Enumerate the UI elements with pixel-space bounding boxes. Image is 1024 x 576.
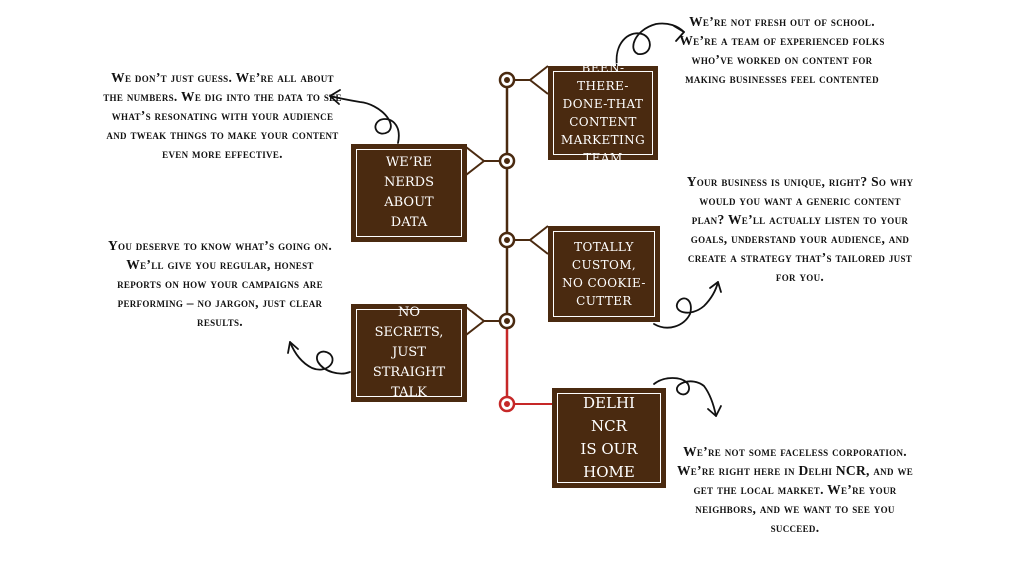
node-home-dot <box>504 401 510 407</box>
curly-arrow-been-there <box>615 22 685 67</box>
box-delhi-ncr-home: DELHI NCR IS OUR HOME <box>552 388 666 488</box>
curly-arrow-secrets-head <box>287 341 299 354</box>
box-been-there-team: BEEN-THERE- DONE-THAT CONTENT MARKETING … <box>548 61 658 165</box>
note-totally-custom: Your business is unique, right? So why w… <box>686 174 914 284</box>
note-nerds-about-data: We don’t just guess. We’re all about the… <box>103 70 342 161</box>
note-no-secrets: You deserve to know what’s going on. We’… <box>107 238 333 329</box>
node-custom-dot <box>504 237 510 243</box>
box-nerds-about-data: WE’RE NERDS ABOUT DATA <box>351 144 467 242</box>
curly-arrow-custom-head <box>709 281 722 293</box>
box-no-secrets: NO SECRETS, JUST STRAIGHT TALK <box>351 304 467 402</box>
connectors <box>465 65 549 336</box>
connector-nerds <box>465 146 500 176</box>
curly-arrow-home-head <box>707 405 722 417</box>
curly-arrow-been-there-head <box>673 25 685 42</box>
connector-custom <box>514 225 549 255</box>
node-been-there-dot <box>504 77 510 83</box>
curly-arrow-home <box>653 377 717 417</box>
node-secrets-dot <box>504 318 510 324</box>
curly-arrow-custom <box>653 281 719 329</box>
curly-arrows <box>287 22 722 417</box>
note-been-there: We’re not fresh out of school. We’re a t… <box>679 14 885 86</box>
timeline-nodes <box>498 71 516 413</box>
box-totally-custom: TOTALLY CUSTOM, NO COOKIE- CUTTER <box>548 226 660 322</box>
node-nerds-dot <box>504 158 510 164</box>
connector-been-there <box>514 65 549 95</box>
curly-arrow-secrets <box>289 341 351 375</box>
curly-arrow-nerds-head <box>329 89 341 105</box>
connector-secrets <box>465 306 500 336</box>
curly-arrow-nerds <box>329 95 400 144</box>
note-delhi-ncr-home: We’re not some faceless corporation. We’… <box>676 444 914 535</box>
